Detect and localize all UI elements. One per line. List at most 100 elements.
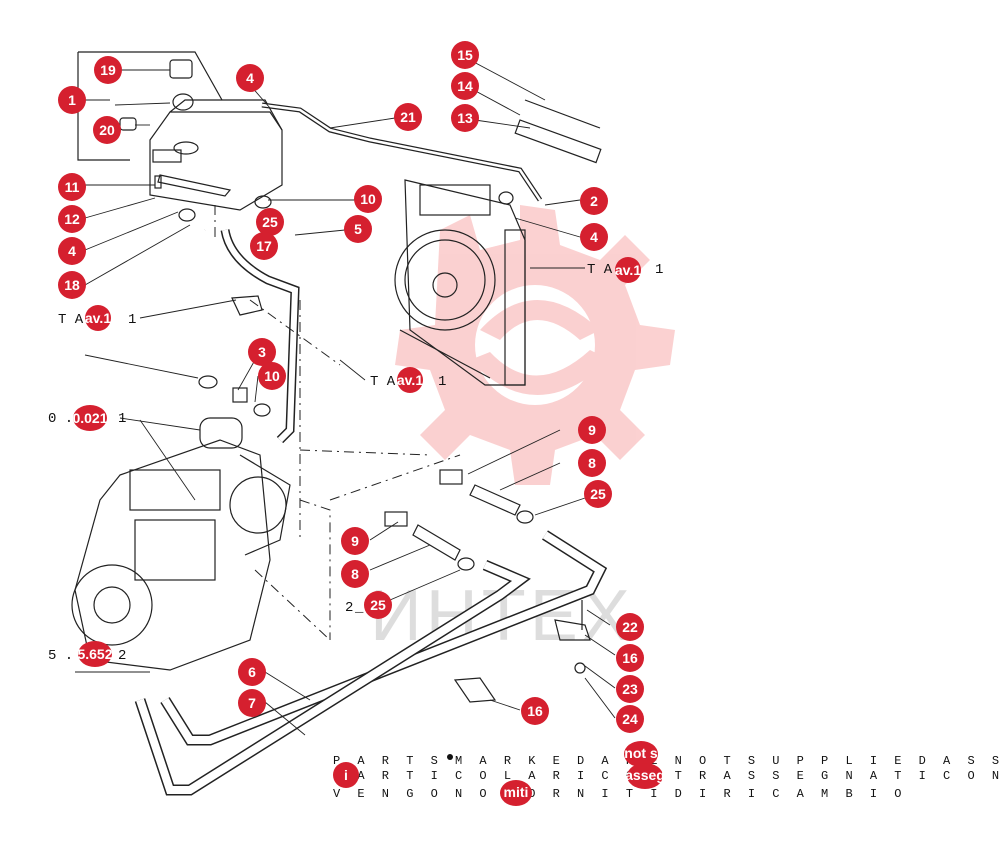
callout-24: 24: [616, 705, 644, 733]
svg-text:2: 2: [590, 193, 598, 209]
callout-23: 23: [616, 675, 644, 703]
svg-text:11: 11: [65, 179, 80, 195]
svg-text:20: 20: [99, 122, 115, 138]
svg-text:9: 9: [351, 533, 359, 549]
ref-tav-left-tail: 1: [128, 312, 136, 328]
callout-13: 13: [451, 104, 479, 132]
callout-25-top: 25: [256, 208, 284, 236]
callout-25-left: 25: [364, 591, 392, 619]
footer-badge-seg: asseg: [625, 767, 665, 783]
svg-text:3: 3: [258, 344, 266, 360]
leader-lines: [75, 59, 616, 736]
callout-12: 12: [58, 205, 86, 233]
callout-5: 5: [344, 215, 372, 243]
callout-19: 19: [94, 56, 122, 84]
svg-text:25: 25: [590, 486, 606, 502]
ref-tav-left-badge: av.1: [85, 310, 111, 326]
callout-4-right: 4: [580, 223, 608, 251]
watermark-gear: [395, 205, 675, 485]
callout-25-right: 25: [584, 480, 612, 508]
svg-text:4: 4: [246, 70, 254, 86]
ref-tav-mid-tail: 1: [438, 374, 446, 390]
callout-17: 17: [250, 232, 278, 260]
callout-8-right: 8: [578, 449, 606, 477]
footer-line-3: V E N G O N O F O R N I T I D I R I C A …: [333, 787, 906, 801]
ref-tav-right-tail: 1: [655, 262, 663, 278]
ref-bottom-badge: 5.652: [77, 646, 112, 662]
ref-tav-right-badge: av.1: [615, 262, 641, 278]
callout-4-left: 4: [58, 237, 86, 265]
svg-text:17: 17: [256, 238, 272, 254]
svg-text:10: 10: [360, 191, 376, 207]
svg-text:15: 15: [457, 47, 473, 63]
svg-text:18: 18: [64, 277, 80, 293]
callout-6: 6: [238, 658, 266, 686]
callout-1: 1: [58, 86, 86, 114]
ref-engine-c: 1: [118, 411, 126, 427]
engine: [71, 417, 291, 671]
radiator: [394, 179, 526, 386]
svg-text:4: 4: [68, 243, 76, 259]
callout-11: 11: [58, 173, 86, 201]
callout-8-left: 8: [341, 560, 369, 588]
callout-2: 2: [580, 187, 608, 215]
ref-tav-mid-badge: av.1: [397, 372, 423, 388]
ref-bottom-a: 5 .: [48, 648, 73, 664]
footer-badge-i: i: [344, 767, 348, 783]
callout-16-mid: 16: [521, 697, 549, 725]
svg-text:6: 6: [248, 664, 256, 680]
svg-text:22: 22: [622, 619, 638, 635]
svg-text:4: 4: [590, 229, 598, 245]
ref-tav-left: T A: [58, 312, 84, 328]
svg-text:8: 8: [351, 566, 359, 582]
svg-text:16: 16: [622, 650, 638, 666]
connection-lines: [214, 205, 461, 641]
svg-text:5: 5: [354, 221, 362, 237]
fittings: [178, 99, 602, 703]
footer-line-2: P A R T I C O L A R I C O N T R A S S E …: [333, 769, 1000, 783]
svg-text:10: 10: [264, 368, 280, 384]
callout-10-top: 10: [354, 185, 382, 213]
callout-7: 7: [238, 689, 266, 717]
ref-bottom-c: 2: [118, 648, 126, 664]
callout-22: 22: [616, 613, 644, 641]
callout-3: 3: [248, 338, 276, 366]
callout-4-top: 4: [236, 64, 264, 92]
footer-badge-not: not s: [624, 745, 658, 761]
svg-text:14: 14: [457, 78, 473, 94]
svg-text:8: 8: [588, 455, 596, 471]
callout-10-mid: 10: [258, 362, 286, 390]
reference-labels: T A 1 T A 1 T A 1 0 . 1 5 . 2 2 _: [48, 262, 663, 664]
callout-20: 20: [93, 116, 121, 144]
svg-text:19: 19: [100, 62, 116, 78]
callouts: 19 1 20 4 21 15 14 13 11 12 2 10 5 4 18 …: [58, 41, 644, 733]
footer-badge-miti: miti: [504, 784, 529, 800]
svg-text:16: 16: [527, 703, 543, 719]
svg-text:7: 7: [248, 695, 256, 711]
ref-engine-a: 0 .: [48, 411, 73, 427]
ref-tav-mid: T A: [370, 374, 396, 390]
ref-engine-badge: 0.021: [72, 410, 107, 426]
ref-tav-right: T A: [587, 262, 613, 278]
qty-25: 2: [345, 600, 353, 616]
callout-15: 15: [451, 41, 479, 69]
svg-text:25: 25: [262, 214, 278, 230]
callout-18: 18: [58, 271, 86, 299]
expansion-tank: [77, 51, 283, 211]
ref-badges: av.1 av.1 av.1 0.021 5.652: [72, 257, 641, 667]
svg-text:23: 23: [622, 681, 638, 697]
callout-21: 21: [394, 103, 422, 131]
qty-separator: _: [354, 600, 364, 616]
svg-text:21: 21: [400, 109, 416, 125]
svg-text:12: 12: [64, 211, 80, 227]
svg-text:9: 9: [588, 422, 596, 438]
svg-text:25: 25: [370, 597, 386, 613]
callout-9-right: 9: [578, 416, 606, 444]
callout-16-right: 16: [616, 644, 644, 672]
svg-text:13: 13: [457, 110, 473, 126]
callout-14: 14: [451, 72, 479, 100]
svg-text:24: 24: [622, 711, 638, 727]
footer-line-1: P A R T S M A R K E D A R E N O T S U P …: [333, 754, 1000, 768]
